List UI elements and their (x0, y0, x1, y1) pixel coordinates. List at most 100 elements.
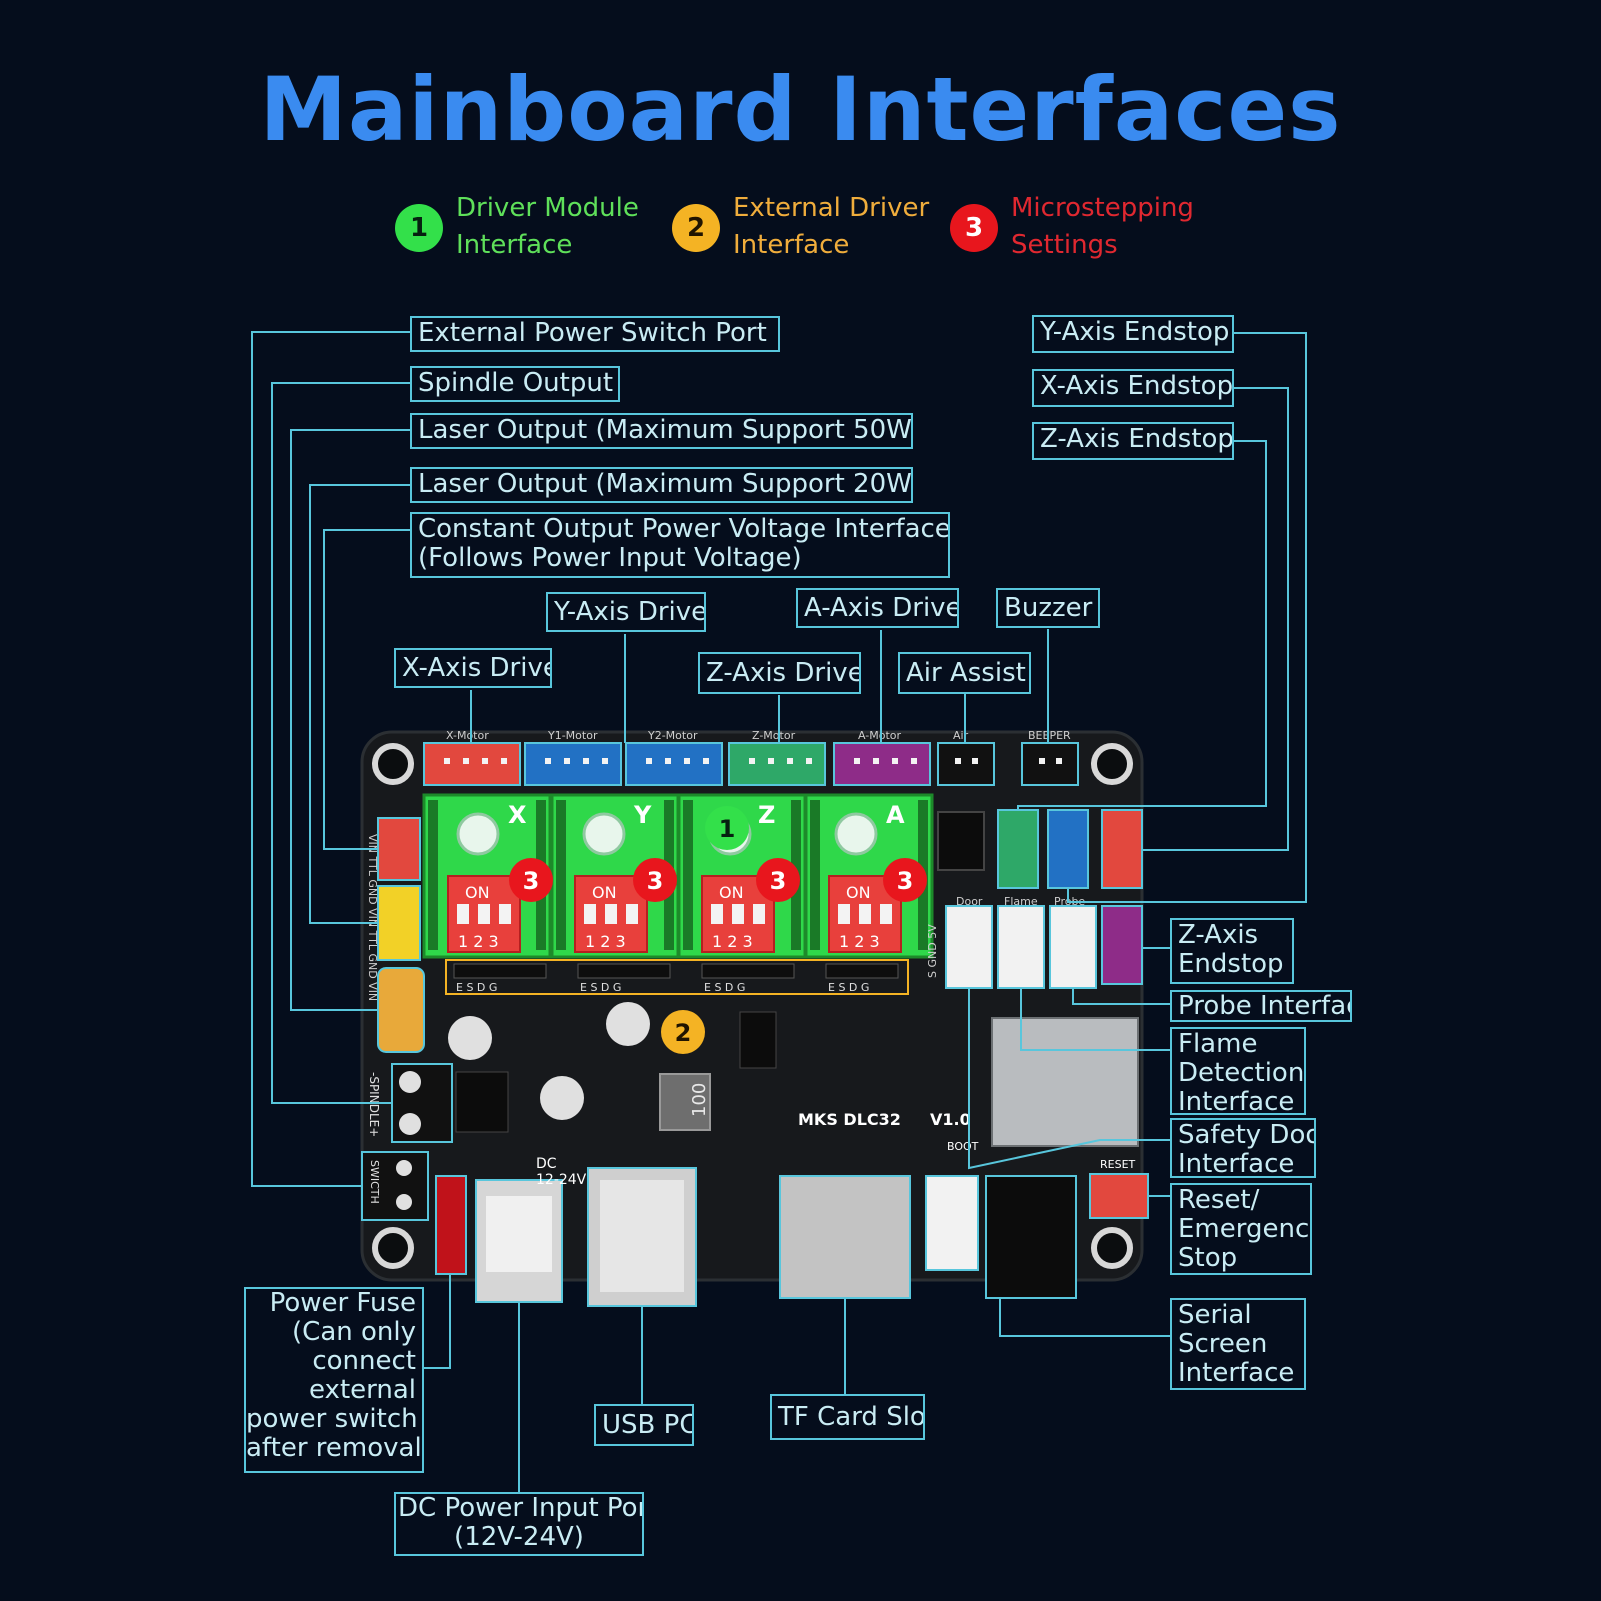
svg-text:Z-Motor: Z-Motor (752, 729, 796, 742)
connector-pins-top (444, 758, 1062, 764)
label-dc-power-input: DC Power Input Port (12V-24V) (394, 1492, 644, 1556)
label-door-line1: Safety Door (1178, 1120, 1314, 1150)
label-z-axis-drive: Z-Axis Drive (698, 652, 861, 694)
flame-connector (997, 905, 1045, 989)
svg-text:3: 3 (523, 867, 540, 895)
dip-on-labels: ON ON ON ON (465, 883, 871, 902)
legend-text-1: Driver Module Interface (456, 190, 639, 264)
legend-text-1-line1: Driver Module (456, 193, 639, 223)
label-reset-emergency: Reset/ Emergency Stop (1170, 1183, 1312, 1275)
switch-connector (361, 1151, 429, 1221)
mounting-holes (372, 743, 1133, 1269)
probe-connector (1049, 905, 1097, 989)
legend-badge-1: 1 (395, 204, 443, 252)
legend-text-1-line2: Interface (456, 230, 573, 260)
svg-text:Y: Y (633, 801, 652, 829)
label-serial-line2: Screen (1178, 1329, 1268, 1359)
label-laser-20w: Laser Output (Maximum Support 20W) (410, 467, 913, 503)
label-probe-interface: Probe Interface (1170, 990, 1352, 1022)
svg-text:BEEPER: BEEPER (1028, 729, 1071, 742)
external-driver-header (445, 959, 909, 995)
label-flame-line1: Flame (1178, 1029, 1258, 1059)
label-reset-line1: Reset/ (1178, 1185, 1260, 1215)
connector-tags-top: X-Motor Y1-Motor Y2-Motor Z-Motor A-Moto… (446, 729, 1071, 742)
svg-text:A: A (886, 801, 905, 829)
svg-text:-SPINDLE+: -SPINDLE+ (367, 1072, 381, 1137)
board-version: V1.0 (930, 1110, 971, 1129)
air-connector (937, 742, 995, 786)
svg-text:E S D G: E S D G (580, 981, 621, 994)
svg-text:Z: Z (758, 801, 775, 829)
svg-text:DC: DC (536, 1156, 557, 1172)
microstepping-badges: 3 3 3 3 (509, 858, 927, 902)
label-x-endstop: X-Axis Endstop (1032, 369, 1234, 407)
legend-text-3-line1: Microstepping (1011, 193, 1194, 223)
label-tf-card-slot: TF Card Slot (770, 1394, 925, 1440)
svg-text:Flame: Flame (1004, 895, 1038, 908)
constant-output-connector (377, 817, 421, 881)
leader-lines (251, 331, 1307, 1492)
svg-text:A-Motor: A-Motor (858, 729, 902, 742)
label-buzzer: Buzzer (996, 588, 1100, 628)
laser-50w-connector (377, 967, 425, 1053)
label-external-power-switch: External Power Switch Port (410, 316, 780, 352)
label-usb-pc: USB PC (594, 1404, 694, 1446)
legend-badge-3: 3 (950, 204, 998, 252)
label-power-fuse: Power Fuse (Can only connect external po… (244, 1287, 424, 1473)
label-fuse-line6: after removal) (246, 1433, 424, 1463)
svg-text:1: 1 (719, 815, 736, 843)
label-safety-door: Safety Door Interface (1170, 1118, 1316, 1178)
svg-text:RESET: RESET (1100, 1158, 1136, 1171)
label-y-axis-drive: Y-Axis Drive (546, 592, 706, 632)
svg-text:Y1-Motor: Y1-Motor (547, 729, 598, 742)
z-endstop2-connector (1101, 905, 1143, 985)
label-flame-line2: Detection (1178, 1058, 1305, 1088)
svg-text:Air: Air (953, 729, 969, 742)
io-connector-tags: Door Flame Probe (956, 895, 1085, 908)
svg-text:Door: Door (956, 895, 983, 908)
svg-text:BOOT: BOOT (947, 1140, 979, 1153)
legend-text-2: External Driver Interface (733, 190, 929, 264)
label-dc-line2: (12V-24V) (454, 1522, 584, 1552)
svg-text:S GND 5V: S GND 5V (926, 924, 939, 978)
label-serial-line1: Serial (1178, 1300, 1252, 1330)
left-connectors (361, 817, 467, 1275)
label-y-endstop: Y-Axis Endstop (1032, 315, 1234, 353)
legend-badge-2: 2 (672, 204, 720, 252)
legend-text-3: Microstepping Settings (1011, 190, 1194, 264)
svg-text:12-24V: 12-24V (536, 1172, 587, 1188)
svg-text:E S D G: E S D G (456, 981, 497, 994)
driver-axis-letters: X Y Z A (508, 801, 905, 829)
serial-screen-connector (925, 1175, 979, 1271)
fuse-holder (435, 1175, 467, 1275)
label-dc-line1: DC Power Input Port (398, 1493, 644, 1523)
svg-text:ON: ON (592, 883, 617, 902)
label-fuse-line3: connect (312, 1346, 416, 1376)
external-driver-pins (453, 963, 899, 979)
svg-text:E S D G: E S D G (704, 981, 745, 994)
label-z-endstop-2-line1: Z-Axis (1178, 920, 1259, 950)
tf-card-slot (779, 1175, 911, 1299)
label-flame-detection: Flame Detection Interface (1170, 1027, 1306, 1115)
inductor (659, 1073, 711, 1131)
reset-connector (1089, 1173, 1149, 1219)
driver-modules: X Y Z A ON ON ON ON (422, 793, 934, 959)
svg-text:3: 3 (770, 867, 787, 895)
x-endstop-connector (1101, 809, 1143, 889)
svg-text:1 2 3: 1 2 3 (585, 932, 626, 951)
label-door-line2: Interface (1178, 1149, 1295, 1178)
svg-text:2: 2 (675, 1019, 692, 1047)
bottom-components (448, 1002, 1149, 1307)
label-z-endstop: Z-Axis Endstop (1032, 422, 1234, 460)
external-driver-pin-labels: E S D G E S D G E S D G E S D G (456, 981, 869, 994)
label-fuse-line4: external (309, 1375, 416, 1405)
label-x-axis-drive: X-Axis Drive (394, 648, 552, 688)
label-constant-output: Constant Output Power Voltage Interface … (410, 512, 950, 578)
voltage-regulator (937, 811, 985, 871)
label-spindle-output: Spindle Output (410, 366, 620, 402)
svg-text:ON: ON (719, 883, 744, 902)
label-air-assist: Air Assist (898, 652, 1031, 694)
svg-text:SWICTH: SWICTH (368, 1160, 381, 1204)
label-z-endstop-2: Z-Axis Endstop (1170, 918, 1294, 984)
